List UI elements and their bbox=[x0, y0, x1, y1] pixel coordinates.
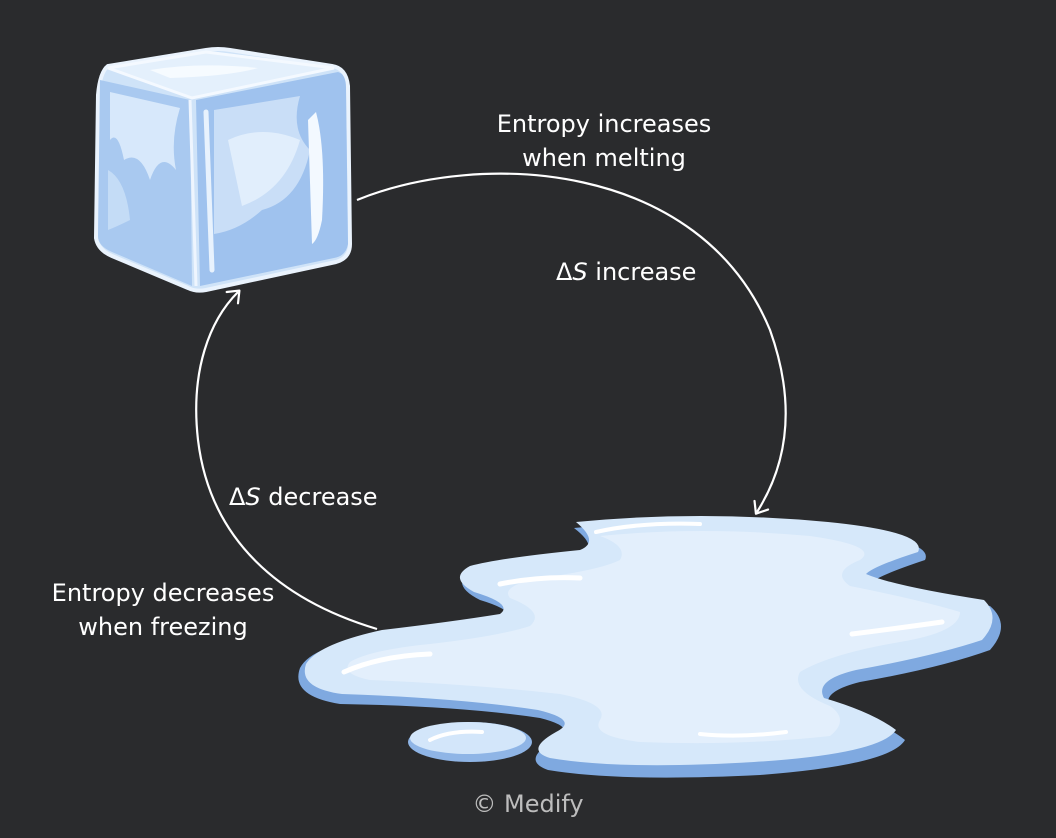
freezing-label-line2: when freezing bbox=[78, 613, 248, 641]
delta-s-increase-label: ΔS increase bbox=[556, 255, 696, 289]
delta-s-decrease-label: ΔS decrease bbox=[229, 480, 378, 514]
entropy-variable: S bbox=[245, 483, 261, 511]
delta-symbol: Δ bbox=[229, 483, 246, 511]
freezing-arrow-icon bbox=[195, 289, 378, 631]
melting-label-line2: when melting bbox=[522, 144, 686, 172]
entropy-variable: S bbox=[572, 258, 588, 286]
ice-cube-icon bbox=[93, 47, 353, 293]
delta-symbol: Δ bbox=[556, 258, 573, 286]
decrease-text: decrease bbox=[260, 483, 378, 511]
melting-label: Entropy increases when melting bbox=[468, 107, 740, 175]
increase-text: increase bbox=[587, 258, 697, 286]
melting-label-line1: Entropy increases bbox=[496, 110, 712, 138]
freezing-label: Entropy decreases when freezing bbox=[26, 576, 300, 644]
freezing-label-line1: Entropy decreases bbox=[51, 579, 275, 607]
melting-arrow-icon bbox=[356, 172, 787, 515]
water-puddle-icon bbox=[298, 516, 1001, 778]
copyright-footer: © Medify bbox=[472, 790, 584, 818]
